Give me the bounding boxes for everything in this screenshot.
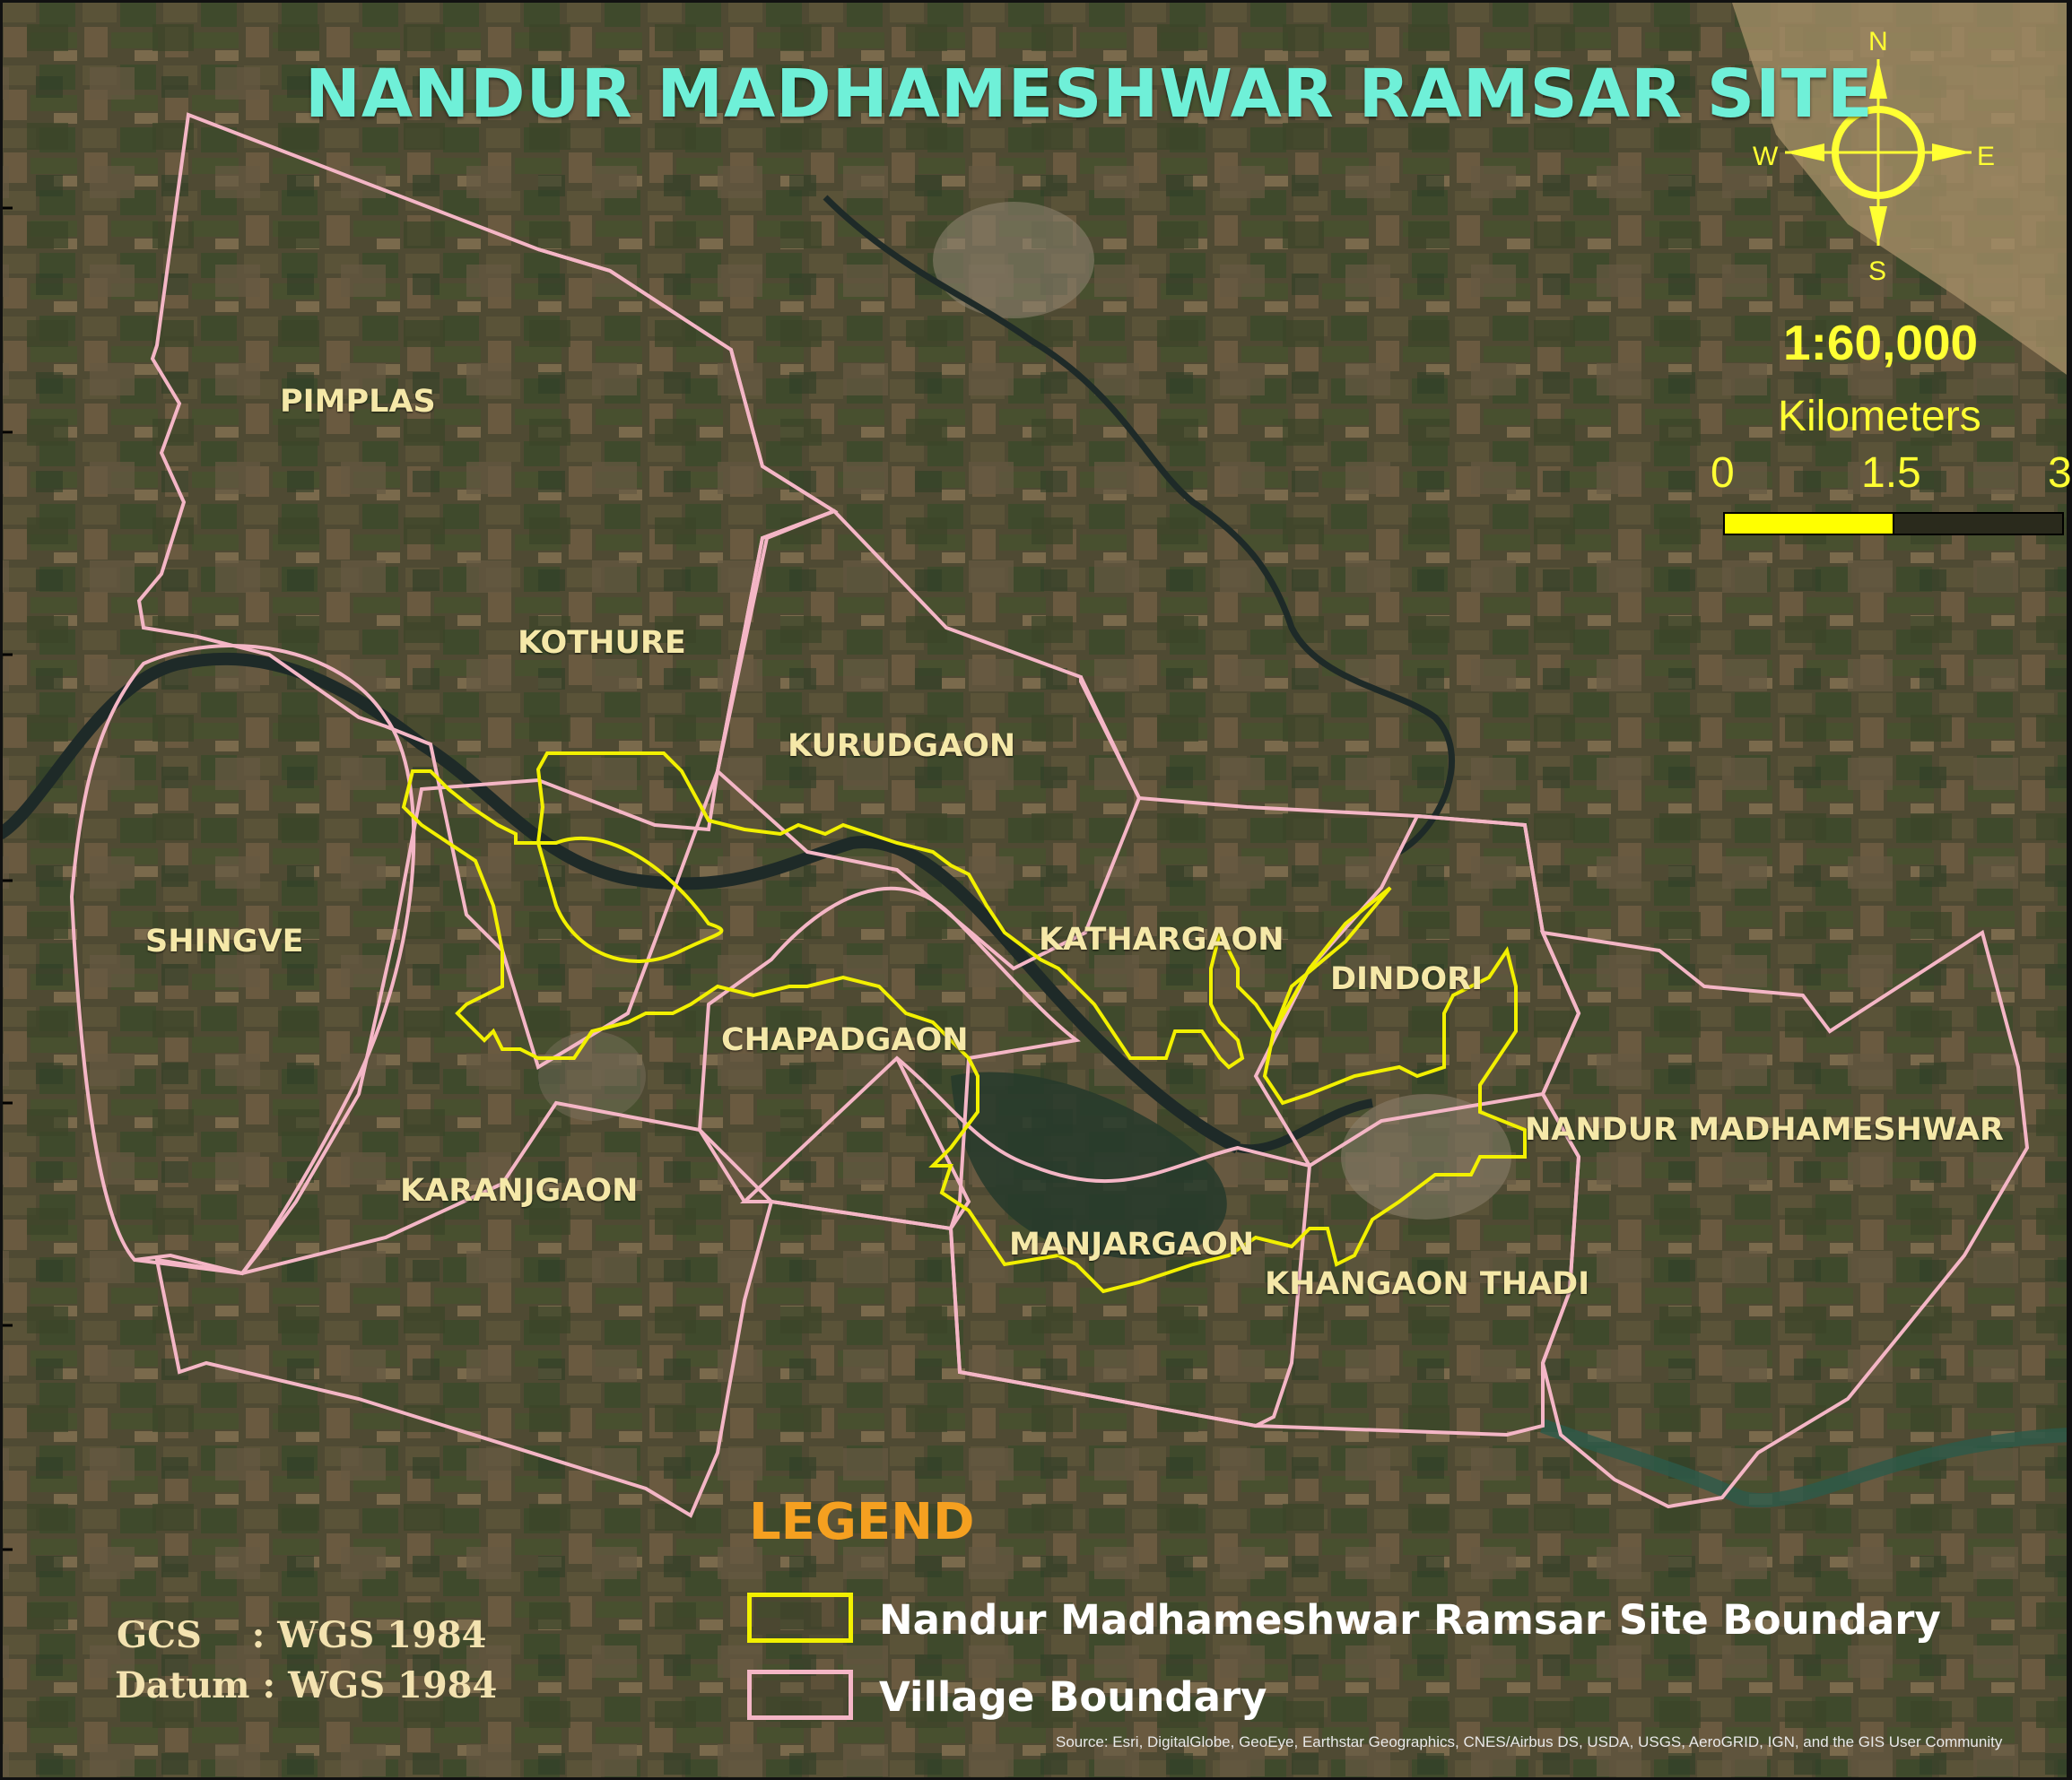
scale-unit: Kilometers bbox=[1778, 393, 1981, 440]
source-attribution: Source: Esri, DigitalGlobe, GeoEye, Eart… bbox=[1056, 1733, 2003, 1750]
ramsar-boundary bbox=[401, 751, 1527, 1294]
village-boundary-shingve bbox=[69, 644, 416, 1276]
ramsar-boundary-island bbox=[535, 836, 724, 963]
town-area bbox=[933, 202, 1094, 318]
river-east bbox=[1540, 1419, 2070, 1508]
village-label-nandur-madhameshwar: NANDUR MADHAMESHWAR bbox=[1525, 1112, 2004, 1148]
village-label-kurudgaon: KURUDGAON bbox=[788, 728, 1016, 764]
compass-west-label: W bbox=[1753, 142, 1779, 171]
reservoir bbox=[951, 1072, 1227, 1259]
godavari-river bbox=[0, 652, 1241, 1154]
scale-tick-1: 1.5 bbox=[1861, 449, 1921, 497]
village-boundary-kurudgaon bbox=[715, 508, 1142, 971]
scale-tick-0: 0 bbox=[1711, 449, 1735, 497]
village-boundary-manjargaon bbox=[739, 1055, 1312, 1428]
town-area bbox=[1341, 1094, 1511, 1220]
village-label-khangaon-thadi: KHANGAON THADI bbox=[1265, 1266, 1590, 1302]
town-area bbox=[538, 1031, 646, 1121]
village-label-dindori: DINDORI bbox=[1330, 961, 1484, 997]
legend-swatch-village bbox=[747, 1670, 853, 1720]
legend-label-ramsar: Nandur Madhameshwar Ramsar Site Boundary bbox=[879, 1596, 1941, 1644]
datum-label: Datum : WGS 1984 bbox=[115, 1664, 498, 1706]
kadwa-river bbox=[823, 195, 1456, 855]
scale-bar-fill bbox=[1723, 512, 1894, 535]
village-boundary-karanjgaon bbox=[154, 1100, 774, 1518]
village-label-chapadgaon: CHAPADGAON bbox=[721, 1022, 969, 1058]
village-label-karanjgaon: KARANJGAON bbox=[400, 1173, 639, 1209]
compass-east-label: E bbox=[1977, 142, 1996, 171]
compass-south-label: S bbox=[1868, 256, 1887, 286]
legend-label-village: Village Boundary bbox=[879, 1673, 1267, 1721]
compass-rose bbox=[1785, 59, 1972, 246]
gcs-label: GCS : WGS 1984 bbox=[117, 1614, 487, 1656]
village-boundary-nandur bbox=[1539, 929, 2030, 1509]
village-boundary-kothure bbox=[134, 247, 839, 1276]
scale-bar bbox=[1723, 512, 2064, 535]
legend-title: LEGEND bbox=[749, 1493, 975, 1551]
village-boundary-chapadgaon bbox=[697, 886, 1081, 1231]
map-title: NANDUR MADHAMESHWAR RAMSAR SITE bbox=[305, 56, 1874, 133]
village-label-kathargaon: KATHARGAON bbox=[1039, 922, 1284, 958]
village-label-shingve: SHINGVE bbox=[145, 924, 304, 959]
scale-ratio: 1:60,000 bbox=[1783, 315, 1979, 370]
village-label-manjargaon: MANJARGAON bbox=[1009, 1227, 1255, 1263]
river-segment bbox=[1237, 1098, 1373, 1154]
ramsar-boundary-main bbox=[401, 751, 1527, 1294]
scale-tick-2: 3 bbox=[2048, 449, 2072, 497]
compass-north-label: N bbox=[1868, 27, 1888, 56]
village-label-pimplas: PIMPLAS bbox=[280, 384, 436, 420]
village-label-kothure: KOTHURE bbox=[518, 625, 686, 661]
legend-swatch-ramsar bbox=[747, 1593, 853, 1643]
